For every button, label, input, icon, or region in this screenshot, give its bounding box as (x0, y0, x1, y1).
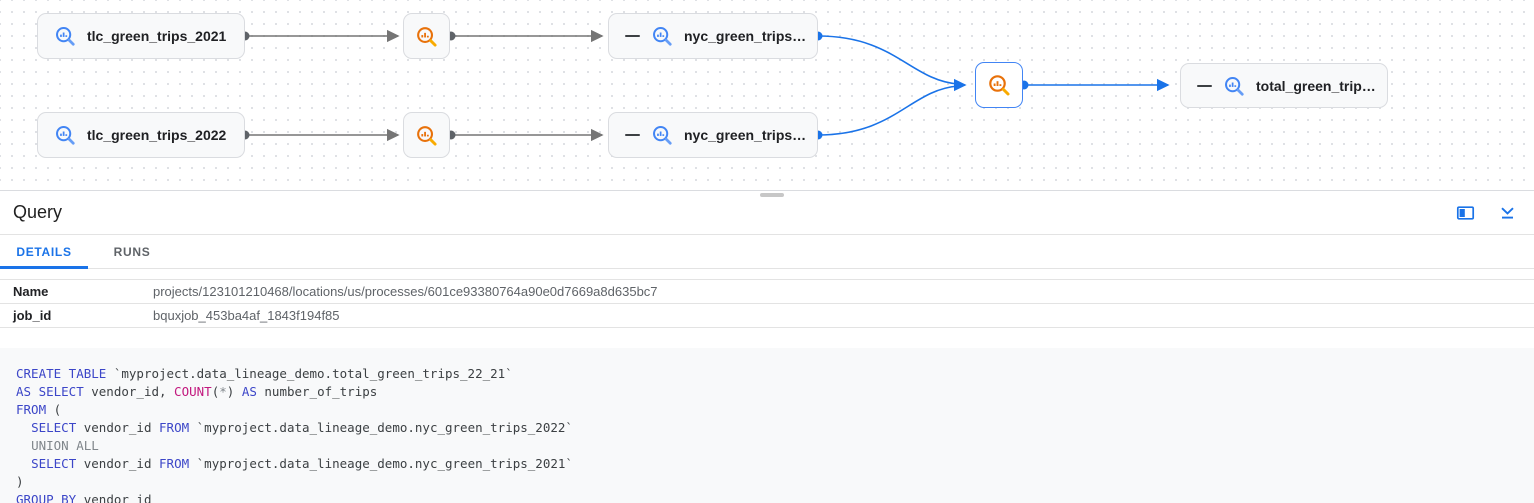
collapse-panel-icon[interactable] (1499, 205, 1516, 221)
bigquery-table-icon (653, 27, 672, 46)
node-nyc-green-trips-2021[interactable]: nyc_green_trips… (608, 13, 818, 59)
details-panel: Query DETAILS RUNS Name projects/1231012… (0, 190, 1534, 503)
node-tlc-green-trips-2021[interactable]: tlc_green_trips_2021 (37, 13, 245, 59)
node-nyc-green-trips-2022[interactable]: nyc_green_trips… (608, 112, 818, 158)
node-tlc-green-trips-2022[interactable]: tlc_green_trips_2022 (37, 112, 245, 158)
detail-label: Name (13, 284, 49, 299)
bigquery-table-icon (653, 126, 672, 145)
detail-row-job-id: job_id bquxjob_453ba4af_1843f194f85 (0, 304, 1534, 328)
bigquery-table-icon (1225, 76, 1244, 96)
node-label: tlc_green_trips_2021 (87, 28, 227, 44)
tab-bar: DETAILS RUNS (0, 235, 1534, 269)
panel-header: Query (0, 191, 1534, 235)
detail-label: job_id (13, 308, 52, 323)
detail-value: bquxjob_453ba4af_1843f194f85 (153, 308, 340, 323)
tab-details[interactable]: DETAILS (0, 235, 88, 269)
tab-runs[interactable]: RUNS (113, 244, 151, 259)
node-label: tlc_green_trips_2022 (87, 127, 227, 143)
bigquery-table-icon (56, 27, 75, 46)
node-label: total_green_trip… (1256, 77, 1376, 94)
open-in-side-panel-icon[interactable] (1456, 204, 1475, 222)
bigquery-process-icon (417, 26, 437, 47)
panel-resize-handle[interactable] (760, 193, 784, 197)
collapse-columns-icon[interactable] (625, 134, 640, 136)
node-total-green-trips[interactable]: total_green_trip… (1180, 63, 1388, 108)
detail-row-name: Name projects/123101210468/locations/us/… (0, 280, 1534, 304)
lineage-canvas[interactable]: tlc_green_trips_2021 tlc_green_trips_202… (0, 0, 1534, 190)
node-label: nyc_green_trips… (684, 28, 807, 44)
node-process-query-selected[interactable] (975, 62, 1023, 108)
panel-title: Query (13, 202, 63, 222)
bigquery-process-icon (417, 125, 437, 146)
node-process-query-2[interactable] (403, 112, 450, 158)
collapse-columns-icon[interactable] (625, 35, 640, 37)
details-table: Name projects/123101210468/locations/us/… (0, 279, 1534, 328)
node-process-query-1[interactable] (403, 13, 450, 59)
bigquery-table-icon (56, 126, 75, 145)
sql-code: CREATE TABLE `myproject.data_lineage_dem… (0, 348, 1534, 503)
node-label: nyc_green_trips… (684, 127, 807, 143)
collapse-columns-icon[interactable] (1197, 84, 1212, 87)
detail-value: projects/123101210468/locations/us/proce… (153, 284, 658, 299)
bigquery-process-icon (989, 75, 1010, 96)
